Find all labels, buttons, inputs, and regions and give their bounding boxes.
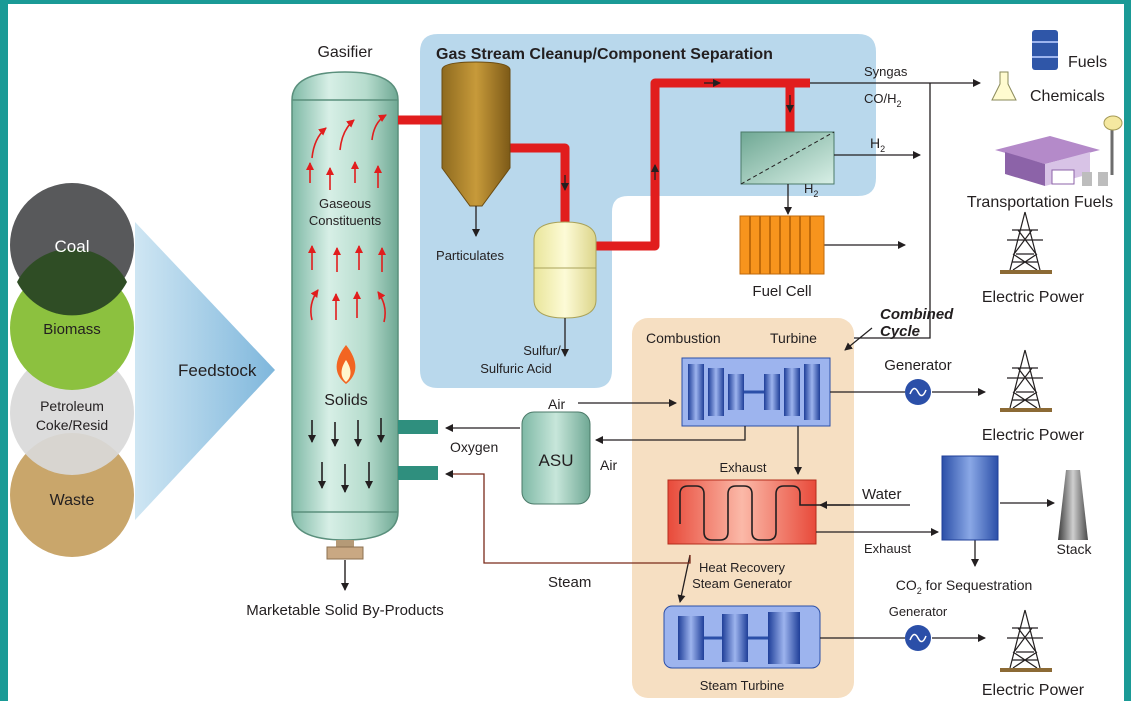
steam-label: Steam [548, 574, 591, 591]
chemical-flask-icon [991, 71, 1017, 101]
combined-cycle-panel: Combustion Turbine Combined Cycle ASU He… [521, 306, 954, 698]
flame-icon [336, 345, 356, 384]
gasifier-group: Gasifier Gaseous Constituents Solids [246, 44, 444, 619]
combined-cycle-label-line1: Combined [880, 306, 954, 323]
steam-nozzle [398, 466, 438, 480]
air-out-label: Air [600, 457, 617, 473]
air-in-label: Air [548, 396, 565, 412]
electric-power-label-1: Electric Power [982, 289, 1085, 306]
falling-solids-arrows [308, 418, 385, 493]
generator-label-2: Generator [889, 604, 948, 619]
chemicals-label: Chemicals [1030, 88, 1105, 105]
fuel-station-icon [995, 115, 1123, 186]
steam-return-line [445, 470, 691, 564]
co2-separation-unit [941, 455, 999, 541]
steam-turbine [663, 605, 821, 669]
hrsg-label-line2: Steam Generator [692, 576, 792, 591]
oxygen-label: Oxygen [450, 439, 498, 455]
waste-label: Waste [50, 492, 95, 509]
exhaust-stack [1058, 470, 1088, 540]
transmission-tower-icon [1000, 609, 1052, 672]
cleanup-title: Gas Stream Cleanup/Component Separation [436, 46, 773, 63]
combustion-label: Combustion [646, 330, 721, 346]
co-h2-label: CO/H2 [864, 91, 902, 109]
sulfur-label-line1: Sulfur/ [523, 343, 561, 358]
transmission-tower-icon [1000, 211, 1052, 274]
transmission-tower-icon [1000, 349, 1052, 412]
h2-output-label: H2 [870, 135, 885, 154]
gas-turbine [681, 357, 831, 427]
gaseous-label-line1: Gaseous [319, 196, 372, 211]
electric-power-label-3: Electric Power [982, 682, 1085, 699]
coal-biomass-overlap [17, 248, 127, 316]
rising-gas-arrows [306, 114, 387, 323]
petroleum-circle [10, 351, 134, 475]
asu-unit [521, 411, 591, 505]
membrane-h2-label: H2 [804, 181, 818, 199]
oxygen-nozzle [398, 420, 438, 434]
cyclone-separator [441, 61, 511, 207]
water-label: Water [862, 486, 901, 503]
transportation-fuels-label: Transportation Fuels [967, 194, 1113, 211]
sulfur-label-line2: Sulfuric Acid [480, 361, 552, 376]
coal-label: Coal [55, 237, 90, 256]
combined-cycle-label-line2: Cycle [880, 323, 920, 340]
gaseous-label-line2: Constituents [309, 213, 382, 228]
petroleum-label-line1: Petroleum [40, 398, 104, 414]
gasifier-title: Gasifier [317, 44, 373, 61]
electric-power-label-2: Electric Power [982, 427, 1085, 444]
exhaust-label-1: Exhaust [720, 460, 767, 475]
asu-label: ASU [539, 451, 574, 470]
biomass-label: Biomass [43, 321, 101, 338]
feedstock-group: Feedstock Coal Biomass Petroleum Coke/Re… [10, 183, 275, 557]
feedstock-arrow [135, 222, 275, 520]
heat-recovery-steam-generator [667, 479, 817, 545]
fuel-barrel-icon [1032, 30, 1058, 70]
turbine-label: Turbine [770, 330, 817, 346]
hrsg-coil [679, 485, 850, 541]
generator-label-1: Generator [884, 357, 952, 374]
solids-label: Solids [324, 392, 368, 409]
sulfur-removal-vessel [533, 221, 597, 319]
stack-label: Stack [1056, 541, 1092, 557]
gas-cleanup-panel: Gas Stream Cleanup/Component Separation … [398, 34, 876, 388]
byproducts-label: Marketable Solid By-Products [246, 602, 444, 619]
fuel-cell-label: Fuel Cell [752, 283, 811, 300]
syngas-label: Syngas [864, 64, 908, 79]
particulates-label: Particulates [436, 248, 504, 263]
hrsg-label-line1: Heat Recovery [699, 560, 785, 575]
fuel-cell [739, 215, 825, 275]
exhaust-label-2: Exhaust [864, 541, 911, 556]
steam-turbine-label: Steam Turbine [700, 678, 785, 693]
feedstock-label: Feedstock [178, 361, 257, 380]
fuels-label: Fuels [1068, 54, 1107, 71]
petroleum-label-line2: Coke/Resid [36, 417, 108, 433]
co2-sequestration-label: CO2 for Sequestration [896, 577, 1033, 596]
